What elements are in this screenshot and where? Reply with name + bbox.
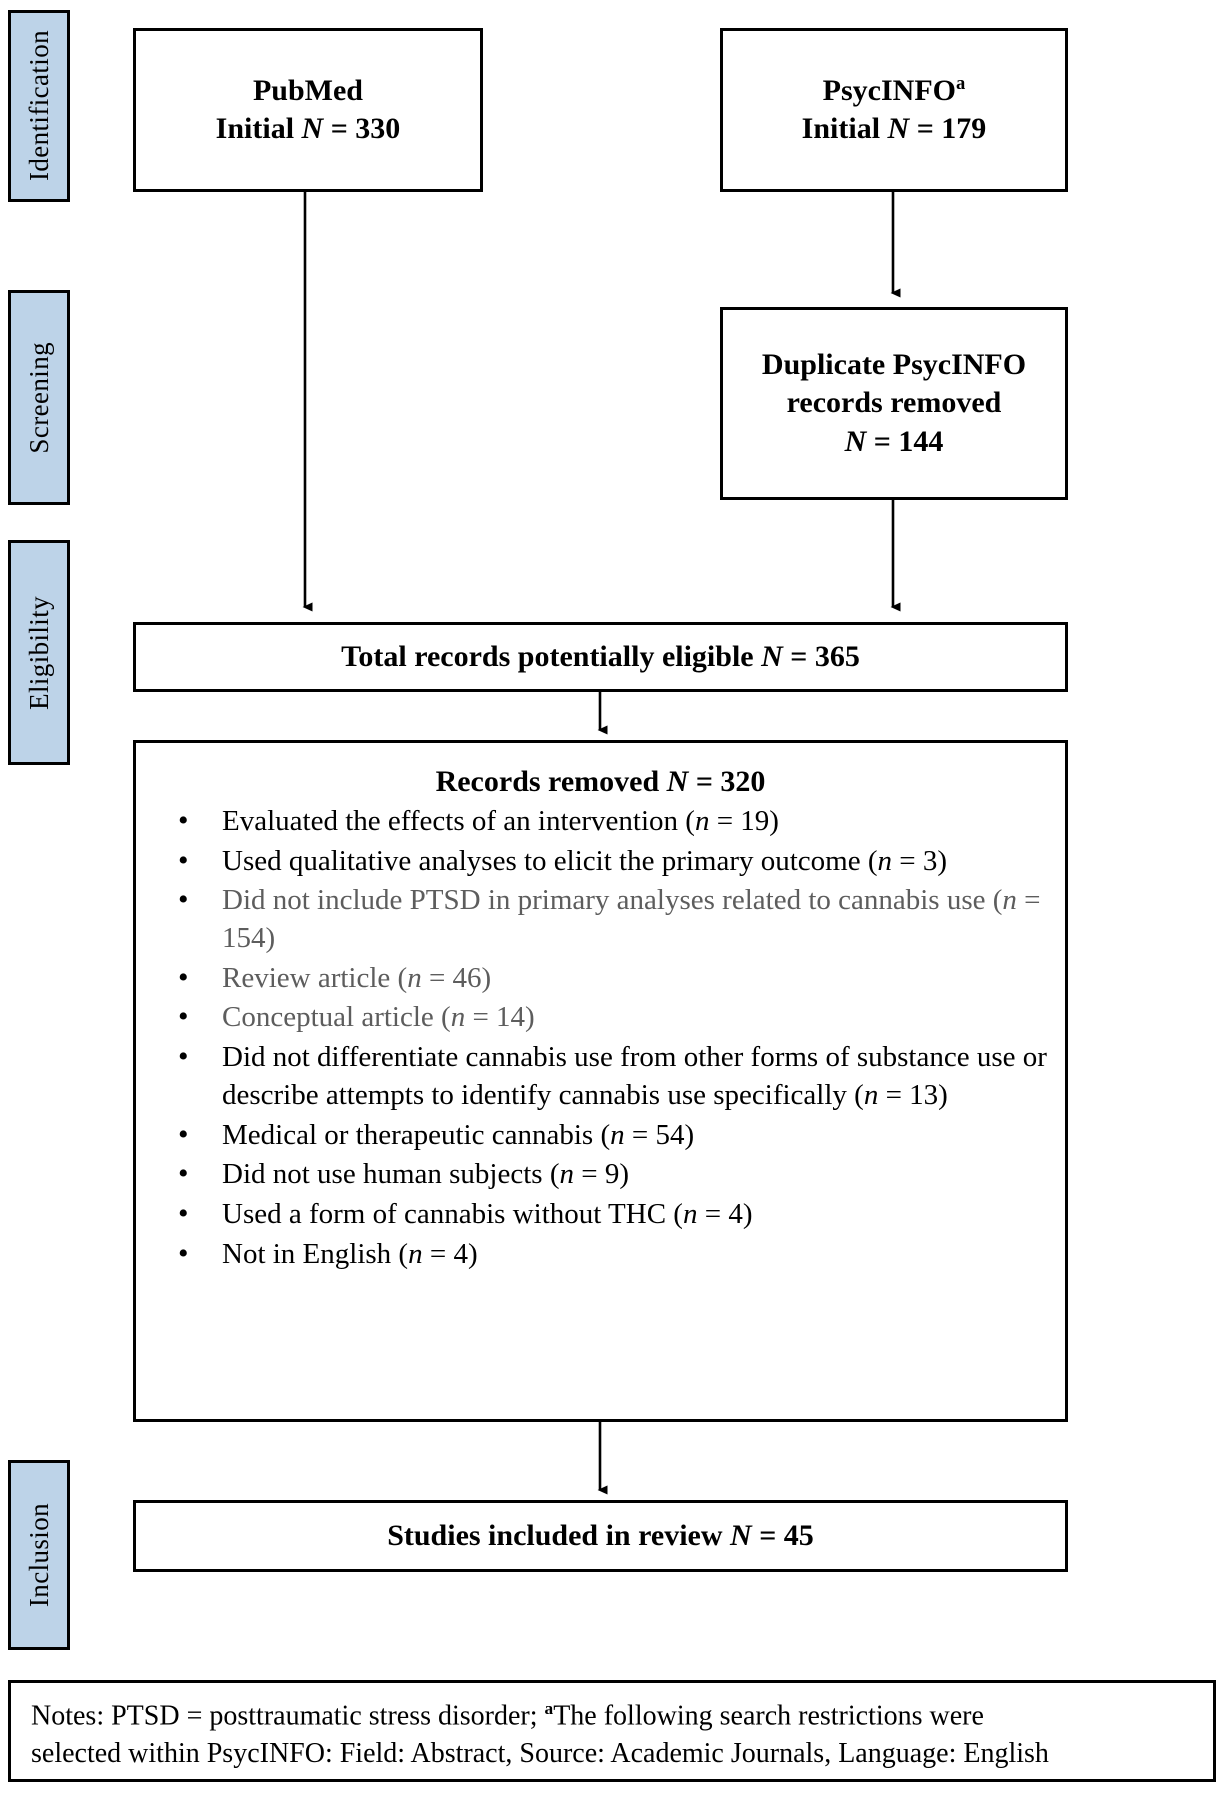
exclusion-reason-item: Evaluated the effects of an intervention…: [154, 801, 1047, 841]
notes-line1-b: The following search restrictions were: [553, 1700, 984, 1732]
notes-text: Notes: PTSD = posttraumatic stress disor…: [31, 1697, 1193, 1773]
exclusion-reasons-list: Evaluated the effects of an intervention…: [154, 801, 1047, 1274]
exclusion-reason-n-symbol: n: [559, 1158, 574, 1191]
exclusion-reason-n-symbol: n: [610, 1118, 625, 1151]
exclusion-reason-text: Evaluated the effects of an intervention…: [222, 805, 695, 837]
box-duplicates-text: Duplicate PsycINFO records removed N = 1…: [762, 346, 1026, 461]
exclusion-reason-count: = 14): [465, 1001, 535, 1034]
exclusion-reason-item: Did not include PTSD in primary analyses…: [154, 880, 1047, 957]
exclusion-reason-n-symbol: n: [1002, 884, 1017, 917]
exclusion-reason-text: Conceptual article (: [222, 1001, 451, 1034]
stage-label-screening: Screening: [8, 290, 70, 505]
box-records-removed: Records removed N = 320 Evaluated the ef…: [133, 740, 1068, 1422]
box-psycinfo: PsycINFOa Initial N = 179: [720, 28, 1068, 192]
stage-label-inclusion: Inclusion: [8, 1460, 70, 1650]
psycinfo-n-symbol: N: [887, 112, 910, 145]
eligible-n-symbol: N: [761, 639, 783, 673]
exclusion-reason-count: = 54): [624, 1118, 695, 1151]
exclusion-reason-count: = 3): [892, 844, 948, 877]
exclusion-reason-n-symbol: n: [863, 1078, 879, 1111]
pubmed-n-symbol: N: [301, 112, 324, 145]
exclusion-reason-text: Used a form of cannabis without THC (: [222, 1197, 683, 1230]
exclusion-reason-text: Did not use human subjects (: [222, 1158, 560, 1191]
exclusion-reason-item: Used a form of cannabis without THC (n =…: [154, 1194, 1047, 1234]
stage-label-identification-text: Identification: [23, 30, 54, 182]
notes-line1-a: Notes: PTSD = posttraumatic stress disor…: [31, 1700, 545, 1732]
exclusion-reason-n-symbol: n: [408, 1237, 423, 1270]
notes-line2: selected within PsycINFO: Field: Abstrac…: [31, 1738, 1049, 1770]
exclusion-reason-text: Review article (: [222, 961, 408, 994]
box-eligible-text: Total records potentially eligible N = 3…: [341, 638, 860, 676]
pubmed-line1: PubMed: [252, 73, 363, 107]
exclusion-reason-text: Not in English (: [222, 1237, 409, 1270]
exclusion-reason-count: = 13): [878, 1078, 948, 1111]
exclusion-reason-count: = 4): [422, 1237, 478, 1270]
exclusion-reason-text: Medical or therapeutic cannabis (: [222, 1118, 611, 1151]
notes-footnote-marker: a: [544, 1699, 554, 1718]
exclusion-reason-text: Did not differentiate cannabis use from …: [222, 1041, 1047, 1111]
exclusion-reason-item: Did not differentiate cannabis use from …: [154, 1037, 1047, 1114]
exclusion-reason-count: = 19): [709, 805, 779, 837]
exclusion-reason-count: = 46): [421, 961, 492, 994]
exclusion-reason-item: Review article (n = 46): [154, 958, 1047, 998]
duplicates-n-symbol: N: [844, 424, 867, 458]
exclusion-reason-count: = 154): [222, 884, 1041, 955]
box-pubmed-text: PubMed Initial N = 330: [216, 72, 401, 149]
exclusion-reason-text: Did not include PTSD in primary analyses…: [222, 884, 1003, 917]
exclusion-reason-count: = 4): [697, 1197, 753, 1230]
box-included-text: Studies included in review N = 45: [387, 1517, 814, 1555]
box-pubmed: PubMed Initial N = 330: [133, 28, 483, 192]
psycinfo-line1: PsycINFO: [822, 73, 956, 107]
exclusion-reason-n-symbol: n: [694, 805, 710, 837]
exclusion-reason-text: Used qualitative analyses to elicit the …: [222, 844, 878, 877]
notes-box: Notes: PTSD = posttraumatic stress disor…: [8, 1680, 1216, 1782]
duplicates-line2: records removed: [786, 386, 1002, 420]
stage-label-screening-text: Screening: [23, 341, 54, 454]
exclusion-reason-n-symbol: n: [407, 961, 422, 994]
exclusion-reason-n-symbol: n: [877, 844, 893, 877]
exclusion-reason-item: Conceptual article (n = 14): [154, 997, 1047, 1037]
duplicates-line1: Duplicate PsycINFO: [761, 347, 1027, 381]
exclusion-reason-n-symbol: n: [682, 1197, 698, 1230]
duplicates-n-value: = 144: [866, 424, 944, 458]
exclusion-reason-count: = 9): [573, 1158, 629, 1191]
removed-heading-prefix: Records removed: [435, 765, 667, 798]
psycinfo-footnote-marker: a: [956, 72, 966, 94]
exclusion-reason-item: Medical or therapeutic cannabis (n = 54): [154, 1115, 1047, 1155]
exclusion-reason-item: Did not use human subjects (n = 9): [154, 1154, 1047, 1194]
psycinfo-initial-label: Initial: [801, 112, 888, 145]
exclusion-reason-item: Not in English (n = 4): [154, 1234, 1047, 1274]
exclusion-reason-n-symbol: n: [450, 1001, 466, 1034]
stage-label-eligibility-text: Eligibility: [23, 595, 54, 710]
pubmed-initial-label: Initial: [215, 112, 302, 145]
box-total-records-eligible: Total records potentially eligible N = 3…: [133, 622, 1068, 692]
box-duplicate-records-removed: Duplicate PsycINFO records removed N = 1…: [720, 307, 1068, 500]
removed-heading-n-value: = 320: [688, 765, 766, 798]
removed-heading-n-symbol: N: [666, 765, 689, 798]
box-psycinfo-text: PsycINFOa Initial N = 179: [802, 72, 987, 149]
eligible-n-value: = 365: [782, 639, 860, 673]
eligible-prefix: Total records potentially eligible: [341, 639, 762, 673]
records-removed-heading: Records removed N = 320: [154, 765, 1047, 799]
pubmed-n-value: = 330: [323, 112, 401, 145]
included-prefix: Studies included in review: [387, 1518, 731, 1552]
stage-label-eligibility: Eligibility: [8, 540, 70, 765]
exclusion-reason-item: Used qualitative analyses to elicit the …: [154, 841, 1047, 881]
box-studies-included: Studies included in review N = 45: [133, 1500, 1068, 1572]
psycinfo-n-value: = 179: [909, 112, 987, 145]
stage-label-identification: Identification: [8, 10, 70, 202]
included-n-value: = 45: [751, 1518, 814, 1552]
stage-label-inclusion-text: Inclusion: [23, 1502, 54, 1608]
included-n-symbol: N: [730, 1518, 752, 1552]
